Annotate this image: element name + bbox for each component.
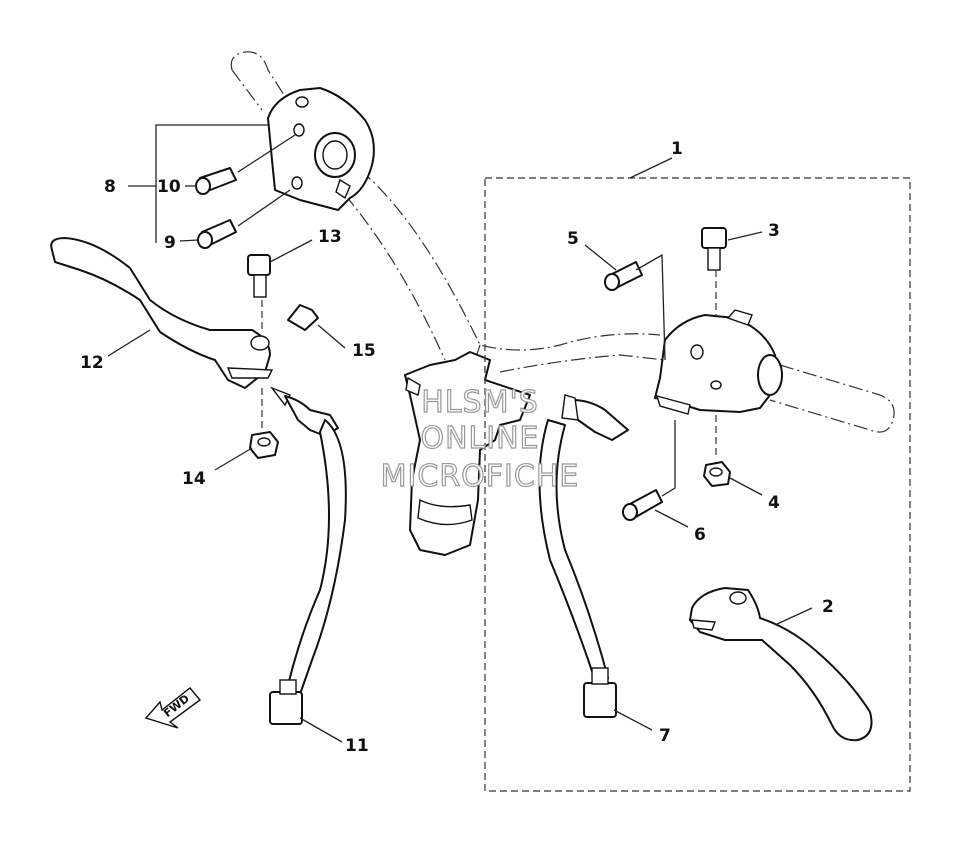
- watermark: HLSM'S ONLINE MICROFICHE: [380, 384, 580, 494]
- forward-arrow: FWD: [144, 687, 202, 729]
- center-clamp: [404, 351, 531, 556]
- left-lever: [50, 237, 274, 389]
- label-3: 3: [768, 221, 780, 241]
- label-11: 11: [345, 736, 369, 756]
- fasteners: [195, 167, 731, 521]
- label-8: 8: [104, 177, 116, 197]
- label-2: 2: [822, 597, 834, 617]
- left-wire-harness: [269, 386, 347, 725]
- right-switch-housing: [654, 309, 783, 415]
- callout-leaders: [107, 124, 813, 743]
- label-15: 15: [352, 341, 376, 361]
- watermark-line-3: MICROFICHE: [381, 459, 580, 494]
- label-7: 7: [659, 726, 671, 746]
- label-9: 9: [164, 233, 176, 253]
- watermark-line-1: HLSM'S: [421, 385, 539, 420]
- assembly-1-box: [484, 177, 911, 792]
- label-13: 13: [318, 227, 342, 247]
- label-10: 10: [157, 177, 181, 197]
- left-switch-housing: [267, 87, 375, 211]
- part-labels: 1 2 3 4 5 6 7 8 9 10 11 12 13 14 15: [80, 139, 834, 756]
- assembly-lines: [237, 134, 717, 497]
- label-1: 1: [671, 139, 683, 159]
- right-lever: [689, 587, 873, 742]
- label-5: 5: [567, 229, 579, 249]
- label-4: 4: [768, 493, 780, 513]
- watermark-line-2: ONLINE: [420, 421, 539, 456]
- label-14: 14: [182, 469, 206, 489]
- right-wire-harness: [538, 394, 629, 718]
- label-12: 12: [80, 353, 104, 373]
- label-6: 6: [694, 525, 706, 545]
